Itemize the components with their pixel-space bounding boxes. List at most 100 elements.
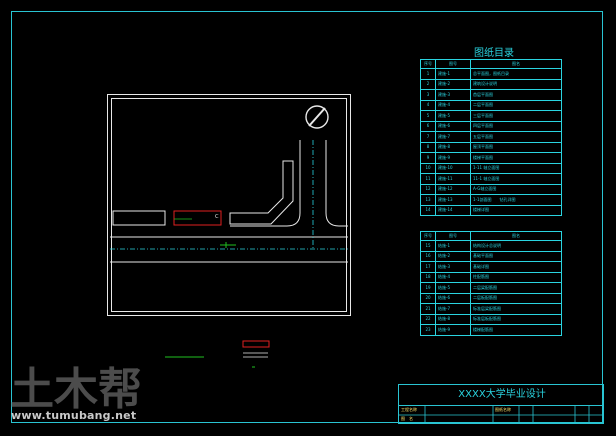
toc-cell-no: 9 — [420, 152, 436, 164]
toc-cell-name: 结构设计总说明 — [470, 240, 562, 252]
toc-cell-name: 楼梯详图 — [470, 204, 562, 216]
toc-cell-name: 建筑设计说明 — [470, 78, 562, 90]
toc-cell-code: 结施-8 — [435, 313, 471, 325]
toc-cell-code: 建施-14 — [435, 204, 471, 216]
toc-cell-name: 1-11 轴立面图 — [470, 162, 562, 174]
toc-cell-no: 6 — [420, 120, 436, 132]
building-highlighted — [173, 210, 222, 226]
toc-title: 图纸目录 — [474, 48, 514, 59]
toc-cell-name: 标准层梁配筋图 — [470, 303, 562, 315]
toc-cell-code: 建施-7 — [435, 131, 471, 143]
toc-header-no: 序号 — [420, 231, 436, 241]
drawing-frame — [11, 11, 603, 423]
toc-cell-name: 楼梯配筋图 — [470, 324, 562, 336]
toc-cell-code: 建施-12 — [435, 183, 471, 195]
toc-cell-code: 结施-9 — [435, 324, 471, 336]
toc-cell-code: 建施-10 — [435, 162, 471, 174]
toc-cell-name: A-G轴立面图 — [470, 183, 562, 195]
toc-cell-no: 5 — [420, 110, 436, 122]
toc-cell-no: 19 — [420, 282, 436, 294]
north-arrow-icon — [305, 105, 329, 129]
toc-cell-code: 结施-3 — [435, 261, 471, 273]
svg-text:土木帮: 土木帮 — [10, 364, 142, 410]
legend-box — [242, 340, 270, 348]
toc-cell-no: 16 — [420, 250, 436, 262]
toc-cell-code: 结施-4 — [435, 271, 471, 283]
toc-cell-name: 基础平面图 — [470, 250, 562, 262]
toc-cell-no: 12 — [420, 183, 436, 195]
toc-header-code: 图号 — [435, 231, 471, 241]
site-plan-sheet[interactable] — [107, 94, 351, 316]
toc-cell-code: 结施-6 — [435, 292, 471, 304]
toc-cell-name: 柱配筋图 — [470, 271, 562, 283]
toc-cell-no: 22 — [420, 313, 436, 325]
toc-cell-code: 建施-4 — [435, 99, 471, 111]
toc-cell-name: 标准层板配筋图 — [470, 313, 562, 325]
toc-cell-no: 11 — [420, 173, 436, 185]
toc-cell-code: 建施-6 — [435, 120, 471, 132]
toc-cell-no: 8 — [420, 141, 436, 153]
toc-cell-code: 结施-5 — [435, 282, 471, 294]
toc-header-code: 图号 — [435, 59, 471, 69]
toc-cell-no: 20 — [420, 292, 436, 304]
toc-cell-code: 结施-2 — [435, 250, 471, 262]
project-label: 工程名称 — [401, 407, 417, 412]
building-l-shape — [229, 160, 294, 225]
toc-cell-code: 建施-9 — [435, 152, 471, 164]
toc-cell-code: 建施-8 — [435, 141, 471, 153]
toc-cell-no: 18 — [420, 271, 436, 283]
toc-cell-code: 建施-11 — [435, 173, 471, 185]
toc-cell-name: 11-1 轴立面图 — [470, 173, 562, 185]
building-left — [112, 210, 166, 226]
sheet-label: 图纸名称 — [495, 407, 511, 412]
toc-cell-name: 1-1剖面图 钻孔详图 — [470, 194, 562, 206]
toc-cell-name: 二层梁配筋图 — [470, 282, 562, 294]
toc-cell-no: 1 — [420, 68, 436, 80]
watermark-url: www.tumubang.net — [11, 409, 137, 422]
svg-text:C: C — [215, 214, 219, 220]
toc-cell-name: 四层平面图 — [470, 120, 562, 132]
toc-cell-no: 4 — [420, 99, 436, 111]
toc-cell-code: 建施-2 — [435, 78, 471, 90]
toc-cell-code: 结施-1 — [435, 240, 471, 252]
toc-header-name: 图名 — [470, 59, 562, 69]
tumubang-logo-icon: 土木帮 — [10, 364, 142, 410]
toc-cell-no: 13 — [420, 194, 436, 206]
toc-cell-name: 总平面图，图纸目录 — [470, 68, 562, 80]
title-block[interactable]: XXXX大学毕业设计 工程名称 图 名 图纸名称 — [398, 384, 604, 424]
toc-cell-code: 建施-1 — [435, 68, 471, 80]
toc-cell-name: 二层平面图 — [470, 99, 562, 111]
toc-cell-code: 建施-3 — [435, 89, 471, 101]
toc-cell-no: 14 — [420, 204, 436, 216]
toc-header-no: 序号 — [420, 59, 436, 69]
toc-cell-code: 建施-13 — [435, 194, 471, 206]
toc-cell-name: 二层板配筋图 — [470, 292, 562, 304]
toc-cell-name: 三层平面图 — [470, 110, 562, 122]
